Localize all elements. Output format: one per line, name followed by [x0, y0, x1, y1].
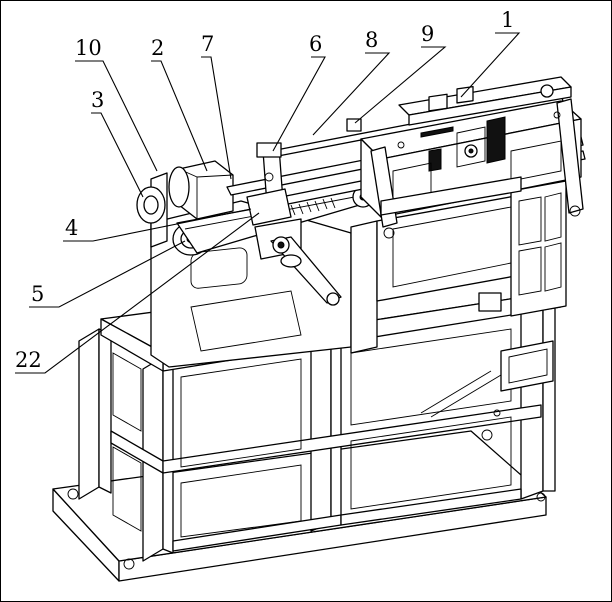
callout-9: 9 [421, 22, 434, 46]
carriage-assembly [346, 76, 584, 239]
callout-labels: 1 2 3 4 5 6 7 8 9 10 22 [15, 8, 514, 372]
callout-5: 5 [31, 282, 44, 306]
callout-1: 1 [501, 8, 514, 32]
leader-lines [15, 32, 521, 374]
callout-6: 6 [309, 32, 322, 56]
callout-10: 10 [75, 36, 102, 60]
callout-3: 3 [91, 88, 104, 112]
callout-22: 22 [15, 348, 42, 372]
callout-4: 4 [65, 216, 78, 240]
callout-7: 7 [201, 32, 214, 56]
callout-2: 2 [151, 36, 164, 60]
callout-8: 8 [365, 28, 378, 52]
